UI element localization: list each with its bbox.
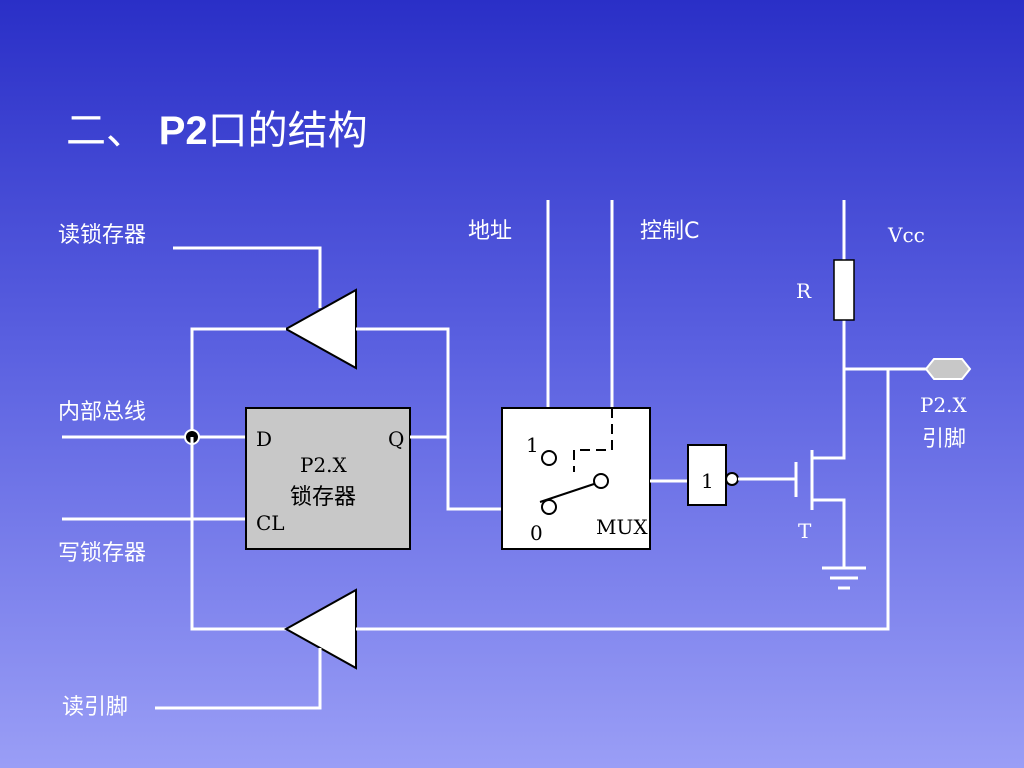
wire-top-buffer-out (190, 327, 286, 437)
latch-q: Q (388, 427, 404, 451)
latch-name: P2.X (300, 453, 348, 477)
wire-pin-feedback (356, 369, 890, 631)
label-pin-name: P2.X (920, 393, 968, 417)
wire-source-ground (812, 498, 846, 568)
latch-box (245, 407, 411, 550)
wire-drain-vcc (812, 200, 846, 460)
mux-label: MUX (596, 515, 648, 539)
wire-bottom-loop-left (190, 437, 286, 631)
title-prefix: 二、 (66, 108, 146, 154)
wire-read-pin (155, 648, 322, 710)
label-pin-sub: 引脚 (922, 427, 966, 452)
label-write-latch: 写锁存器 (58, 541, 146, 566)
mux-zero: 0 (530, 521, 543, 545)
inverter-bubble (725, 472, 739, 486)
mux-one: 1 (526, 433, 539, 457)
title-bold: P2 (158, 109, 208, 153)
pin-p2x-connector (924, 358, 972, 380)
latch-sub: 锁存器 (290, 485, 356, 510)
label-read-latch: 读锁存器 (58, 223, 146, 248)
label-address: 地址 (468, 219, 512, 244)
inverter-label: 1 (701, 469, 714, 493)
inverter-box (687, 444, 727, 506)
mux-contact-1 (541, 450, 557, 466)
mux-switch-arm (539, 483, 595, 503)
label-internal-bus: 内部总线 (58, 400, 146, 425)
resistor-r (833, 259, 855, 321)
mux-control-dashed (573, 408, 613, 472)
mux-box (501, 407, 651, 550)
mux-contact-0 (541, 499, 557, 515)
wire-read-latch (173, 246, 322, 308)
label-control: 控制C (640, 219, 699, 244)
title-suffix: 口的结构 (207, 108, 368, 154)
label-r: R (796, 279, 812, 303)
slide-title: 二、 P2口的结构 (66, 98, 368, 156)
mux-common-contact (593, 473, 609, 489)
label-vcc: Vcc (887, 223, 925, 247)
label-t: T (798, 519, 812, 543)
latch-cl: CL (256, 511, 285, 535)
label-read-pin: 读引脚 (62, 695, 128, 720)
latch-d: D (256, 427, 272, 451)
wire-q-feedback (356, 327, 502, 511)
